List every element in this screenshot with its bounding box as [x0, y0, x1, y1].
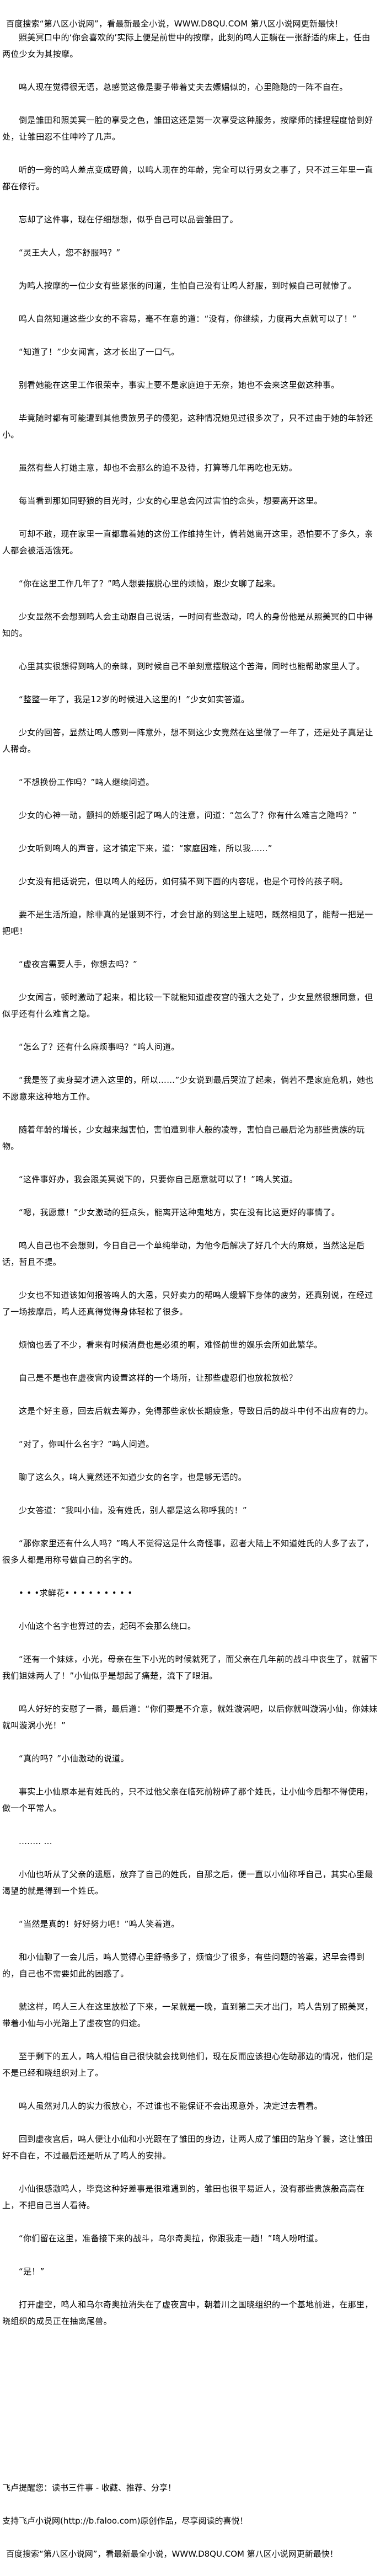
chapter-paragraph: 就这样，鸣人三人在这里放松了下来，一呆就是一晚，直到第二天才出门，鸣人告别了照美…: [2, 2002, 373, 2028]
chapter-paragraph: 小仙很感激鸣人，毕竟这种好差事是很难遇到的，雏田也很平易近人，没有那些贵族般高高…: [2, 2184, 365, 2210]
chapter-paragraph: 小仙也听从了父亲的遗愿，放弃了自己的姓氏，自那之后，便一直以小仙称呼自己，其实心…: [2, 1869, 373, 1896]
chapter-paragraph: “我是签了卖身契才进入这里的，所以……”少女说到最后哭泣了起来，倘若不是家庭危机…: [2, 1075, 374, 1102]
chapter-paragraph: 和小仙聊了一会儿后，鸣人觉得心里舒畅多了，烦恼少了很多，有些问题的答案，迟早会得…: [2, 1952, 365, 1979]
chapter-paragraph: “整整一年了，我是12岁的时候进入这里的！”少女如实答道。: [19, 694, 250, 704]
chapter-paragraph: 少女显然不会想到鸣人会主动跟自己说话，一时间有些激动，鸣人的身份他是从照美冥的口…: [2, 612, 373, 638]
chapter-paragraph: 少女的回答，显然让鸣人感到一阵意外，想不到这少女竟然在这里做了一年了，还是处子真…: [2, 728, 373, 754]
chapter-paragraph: 鸣人自然知道这些少女的不容易，毫不在意的道：“没有，你继续，力度再大点就可以了！…: [19, 314, 357, 324]
chapter-content: 照美冥口中的‘你会喜欢的’实际上便是前世中的按摩，此刻的鸣人正躺在一张舒适的床上…: [2, 29, 378, 2346]
chapter-paragraph: “是！”: [19, 2267, 45, 2276]
chapter-paragraph: 鸣人虽然对几人的实力很放心，不过谁也不能保证不会出现意外，决定过去看看。: [19, 2101, 323, 2111]
chapter-paragraph: 要不是生活所迫，除非真的是饿到不行，才会甘愿的到这里上班吧，既然相见了，能帮一把…: [2, 910, 373, 936]
chapter-paragraph: 回到虚夜宫后，鸣人便让小仙和小光跟在了雏田的身边，让两人成了雏田的贴身丫鬟，这让…: [2, 2134, 373, 2161]
chapter-paragraph: 鸣人好好的安慰了一番，最后道：“你们要是不介意，就姓漩涡吧，以后你就叫漩涡小仙，…: [2, 1704, 378, 1730]
chapter-paragraph: “不想换份工作吗？”鸣人继续问道。: [19, 777, 154, 787]
site-banner-bottom: 百度搜索“第八区小说网”，看最新最全小说，WWW.D8QU.COM 第八区小说网…: [6, 2549, 338, 2559]
chapter-paragraph: “当然是真的！好好努力吧！”鸣人笑着道。: [19, 1919, 180, 1929]
chapter-paragraph: “真的吗？”小仙激动的说道。: [19, 1754, 129, 1763]
chapter-paragraph: 照美冥口中的‘你会喜欢的’实际上便是前世中的按摩，此刻的鸣人正躺在一张舒适的床上…: [2, 33, 371, 59]
chapter-paragraph: “嗯，我愿意！”少女激动的狂点头，能离开这种鬼地方，实在没有比这更好的事情了。: [19, 1207, 340, 1217]
support-faloo-link[interactable]: 支持飞卢小说网(http://b.faloo.com)原创作品，尽享阅读的喜悦！: [2, 2516, 248, 2526]
chapter-paragraph: 事实上小仙原本是有姓氏的，只不过他父亲在临死前粉碎了那个姓氏，让小仙今后都不得使…: [2, 1787, 373, 1813]
chapter-paragraph: 少女闻言，顿时激动了起来，相比较一下就能知道虚夜宫的强大之处了，少女显然很想同意…: [2, 992, 373, 1019]
chapter-paragraph: 虽然有些人打她主意，却也不会那么的迫不及待，打算等几年再吃也无妨。: [19, 463, 297, 473]
chapter-paragraph: 可却不敢，现在家里一直都靠着她的这份工作维持生计，倘若她离开这里，恐怕要不了多久…: [2, 529, 373, 555]
chapter-paragraph: “还有一个妹妹，小光，母亲在生下小光的时候就死了，而父亲在几年前的战斗中丧生了，…: [2, 1654, 378, 1681]
chapter-paragraph: “你们留在这里，准备接下来的战斗，乌尔奇奥拉，你跟我走一趟！”鸣人吩咐道。: [19, 2233, 323, 2243]
chapter-paragraph: 毕竟随时都有可能遭到其他贵族男子的侵犯，这种情况她见过很多次了，只不过由于她的年…: [2, 413, 373, 440]
chapter-paragraph: 随着年龄的增长，少女越来越害怕，害怕遭到非人般的凌辱，害怕自己最后沦为那些贵族的…: [2, 1125, 365, 1151]
chapter-paragraph: ........ ...: [19, 1836, 52, 1846]
chapter-paragraph: 少女没有把话说完，但以鸣人的经历，如何猜不到下面的内容呢，也是个可怜的孩子啊。: [19, 877, 348, 886]
chapter-paragraph: “怎么了？还有什么麻烦事吗？”鸣人问道。: [19, 1042, 180, 1052]
chapter-paragraph: 小仙这个名字也算过的去，起码不会那么绕口。: [19, 1621, 196, 1631]
chapter-paragraph: 心里其实很想得到鸣人的亲睐，到时候自己不单刻意摆脱这个苦海，同时也能帮助家里人了…: [19, 661, 365, 671]
site-banner-top: 百度搜索“第八区小说网”，看最新最全小说，WWW.D8QU.COM 第八区小说网…: [6, 19, 343, 29]
chapter-paragraph: “对了，你叫什么名字？”鸣人问道。: [19, 1439, 154, 1449]
chapter-paragraph: 打开虚空，鸣人和乌尔奇奥拉消失在了虚夜宫中，朝着川之国晓组织的一个基地前进，在那…: [2, 2300, 373, 2326]
chapter-paragraph: • • •求鲜花• • • • • • • • •: [19, 1588, 133, 1598]
chapter-paragraph: 少女听到鸣人的声音，这才镇定下来，道：“家庭困难，所以我……”: [19, 843, 272, 853]
chapter-footer: 飞卢提醒您：读书三件事 - 收藏、推荐、分享！ 支持飞卢小说网(http://b…: [2, 2479, 383, 2562]
chapter-paragraph: 鸣人自己也不会想到，今日自己一个单纯举动，为他今后解决了好几个大的麻烦，当然这是…: [2, 1241, 365, 1267]
chapter-paragraph: “灵王大人，您不舒服吗？”: [19, 248, 121, 258]
chapter-paragraph: “虚夜宫需要人手，你想去吗？”: [19, 959, 138, 969]
chapter-paragraph: 自己是不是也在虚夜宫内设置这样的一个场所，让那些虚忍们也放松放松？: [19, 1373, 297, 1383]
chapter-paragraph: 为鸣人按摩的一位少女有些紧张的问道，生怕自己没有让鸣人舒服，到时候自己可就惨了。: [19, 281, 357, 291]
chapter-paragraph: 至于剩下的五人，鸣人相信自己很快就会找到他们，现在反而应该担心佐助那边的情况，他…: [2, 2051, 373, 2078]
reading-reminder: 飞卢提醒您：读书三件事 - 收藏、推荐、分享！: [2, 2483, 176, 2493]
chapter-paragraph: 听的一旁的鸣人差点变成野兽，以鸣人现在的年龄，完全可以行男女之事了，只不过三年里…: [2, 165, 373, 191]
chapter-paragraph: 少女也不知道该如何报答鸣人的大恩，只好卖力的帮鸣人缓解下身体的疲劳，还真别说，在…: [2, 1290, 373, 1317]
chapter-paragraph: 别看她能在这里工作很荣幸，事实上要不是家庭迫于无奈，她也不会来这里做这种事。: [19, 380, 340, 390]
chapter-paragraph: 少女答道：“我叫小仙，没有姓氏，别人都是这么称呼我的！”: [19, 1505, 247, 1515]
chapter-paragraph: 每当看到那如同野狼的目光时，少女的心里总会闪过害怕的念头，想要离开这里。: [19, 496, 323, 506]
chapter-paragraph: 少女的心神一动，颤抖的娇躯引起了鸣人的注意，问道：“怎么了？你有什么难言之隐吗？…: [19, 810, 357, 820]
chapter-paragraph: 忘却了这件事，现在仔细想想，似乎自己可以品尝雏田了。: [19, 215, 238, 225]
chapter-paragraph: “这件事好办，我会跟美冥说下的，只要你自己愿意就可以了！”鸣人笑道。: [19, 1174, 298, 1184]
chapter-paragraph: 倒是雏田和照美冥一脸的享受之色，雏田这还是第一次享受这种服务，按摩师的揉捏程度恰…: [2, 115, 373, 142]
chapter-paragraph: 聊了这么久，鸣人竟然还不知道少女的名字，也是够无语的。: [19, 1472, 247, 1482]
chapter-paragraph: 这是个好主意，回去后就去筹办，免得那些家伙长期疲惫，导致日后的战斗中付不出应有的…: [19, 1406, 373, 1416]
chapter-paragraph: 鸣人现在觉得很无语，总感觉这像是妻子带着丈夫去嫖娼似的，心里隐隐的一阵不自在。: [19, 82, 348, 92]
chapter-paragraph: “知道了！”少女闻言，这才长出了一口气。: [19, 347, 180, 357]
chapter-paragraph: “那你家里还有什么人吗？”鸣人不觉得这是什么奇怪事，忍者大陆上不知道姓氏的人多了…: [2, 1538, 374, 1565]
chapter-paragraph: 烦恼也丢了不少，看来有时候消费也是必须的啊，难怪前世的娱乐会所如此繁华。: [19, 1340, 323, 1350]
chapter-paragraph: “你在这里工作几年了？”鸣人想要摆脱心里的烦恼，跟少女聊了起来。: [19, 579, 281, 589]
